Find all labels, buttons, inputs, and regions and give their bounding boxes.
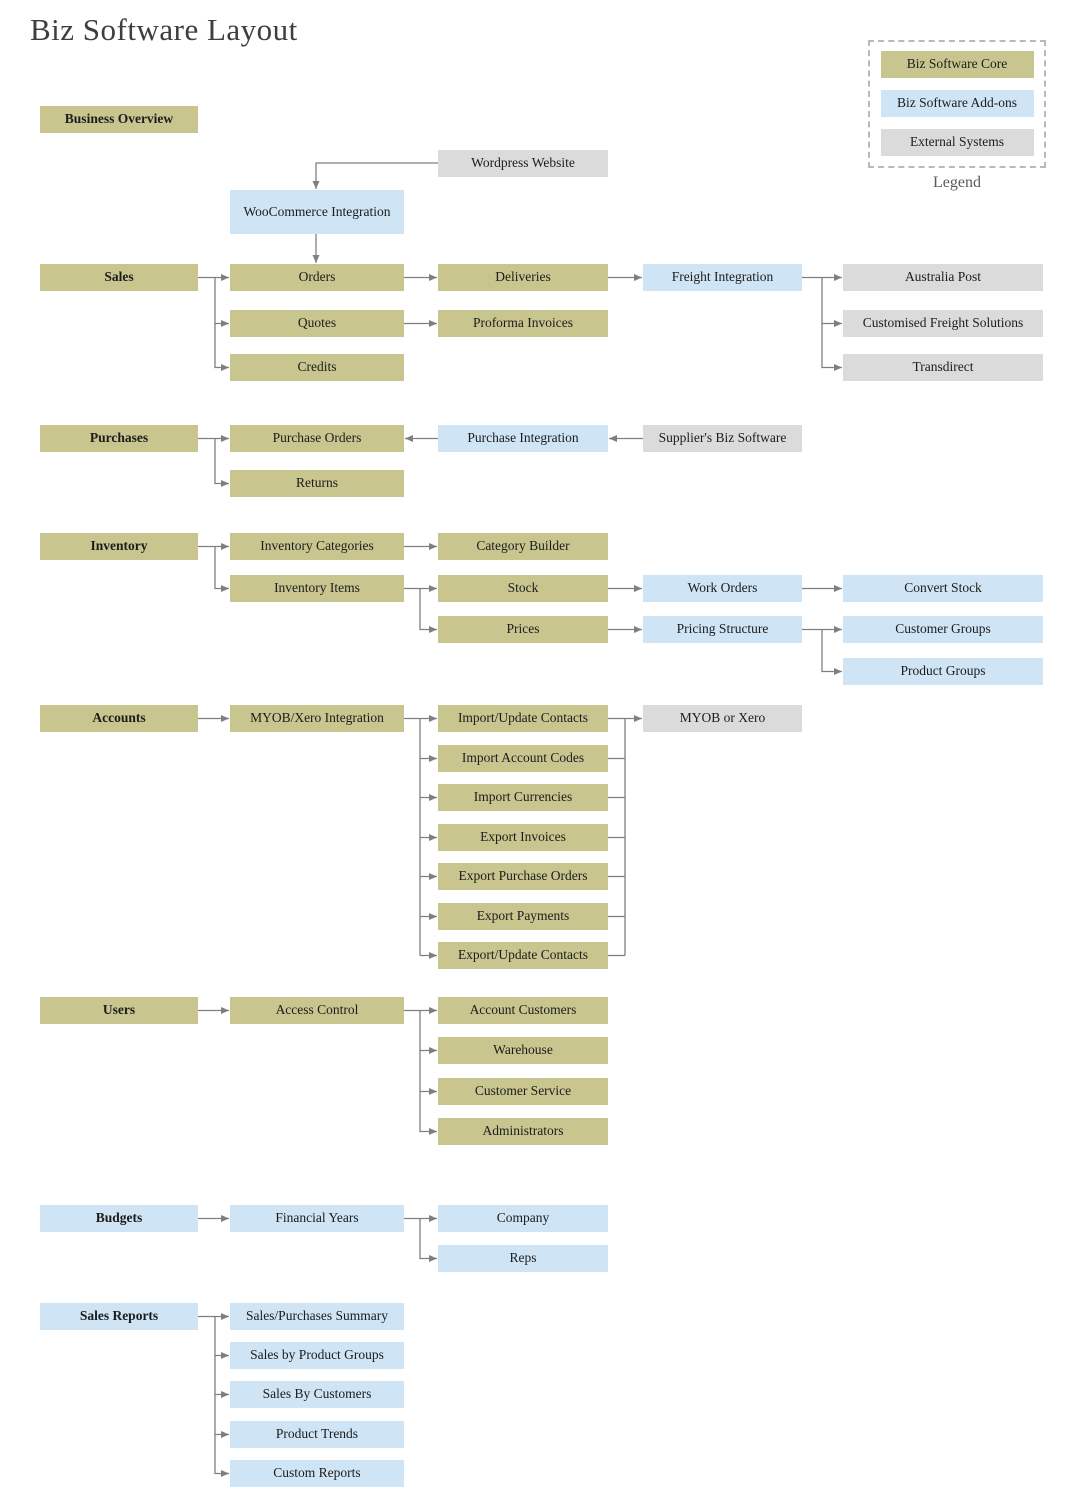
node-returns: Returns <box>230 470 404 497</box>
node-sales-by-product-groups: Sales by Product Groups <box>230 1342 404 1369</box>
node-suppliers-biz-software: Supplier's Biz Software <box>643 425 802 452</box>
node-access-control: Access Control <box>230 997 404 1024</box>
connector-financial-reps <box>419 1218 437 1262</box>
node-warehouse: Warehouse <box>438 1037 608 1064</box>
node-product-trends: Product Trends <box>230 1421 404 1448</box>
legend-item-core: Biz Software Core <box>880 51 1034 78</box>
connector-sales-credits <box>214 323 229 371</box>
node-administrators: Administrators <box>438 1118 608 1145</box>
connector-items-prices <box>419 588 437 633</box>
node-australia-post: Australia Post <box>843 264 1043 291</box>
connector-reports-product-trends <box>214 1394 229 1438</box>
connector-access-administrators <box>419 1091 437 1135</box>
legend-item-addons: Biz Software Add-ons <box>880 90 1034 117</box>
connector-reports-custom-reports <box>214 1434 229 1477</box>
legend-item-external: External Systems <box>880 129 1034 156</box>
node-budgets: Budgets <box>40 1205 198 1232</box>
node-pricing-structure: Pricing Structure <box>643 616 802 643</box>
node-inventory-items: Inventory Items <box>230 575 404 602</box>
connector-purchases-returns <box>214 438 229 487</box>
node-sales-reports: Sales Reports <box>40 1303 198 1330</box>
node-export-payments: Export Payments <box>438 903 608 930</box>
node-accounts: Accounts <box>40 705 198 732</box>
node-sales-by-customers: Sales By Customers <box>230 1381 404 1408</box>
node-customer-groups: Customer Groups <box>843 616 1043 643</box>
node-wordpress-website: Wordpress Website <box>438 150 608 177</box>
node-custom-reports: Custom Reports <box>230 1460 404 1487</box>
node-inventory: Inventory <box>40 533 198 560</box>
node-company: Company <box>438 1205 608 1232</box>
connector-access-warehouse <box>419 1010 437 1054</box>
connector-pricing-product-groups <box>821 629 842 675</box>
connector-inventory-items <box>214 546 229 592</box>
legend-caption: Legend <box>933 174 981 191</box>
node-woocommerce-integration: WooCommerce Integration <box>230 190 404 234</box>
node-business-overview: Business Overview <box>40 106 198 133</box>
node-credits: Credits <box>230 354 404 381</box>
node-sales: Sales <box>40 264 198 291</box>
node-reps: Reps <box>438 1245 608 1272</box>
node-myob-xero-integration: MYOB/Xero Integration <box>230 705 404 732</box>
node-convert-stock: Convert Stock <box>843 575 1043 602</box>
node-import-update-contacts: Import/Update Contacts <box>438 705 608 732</box>
connector-reports-by-product-groups <box>214 1316 229 1359</box>
legend-frame: Biz Software Core Biz Software Add-ons E… <box>868 40 1046 168</box>
connector-freight-customised <box>821 277 842 327</box>
connector-freight-transdirect <box>821 323 842 371</box>
node-product-groups: Product Groups <box>843 658 1043 685</box>
connector-sales-quotes <box>214 277 229 327</box>
connector-access-customer-service <box>419 1050 437 1095</box>
node-quotes: Quotes <box>230 310 404 337</box>
node-category-builder: Category Builder <box>438 533 608 560</box>
node-import-currencies: Import Currencies <box>438 784 608 811</box>
node-freight-integration: Freight Integration <box>643 264 802 291</box>
legend: Biz Software Core Biz Software Add-ons E… <box>868 40 1046 192</box>
node-purchase-integration: Purchase Integration <box>438 425 608 452</box>
node-users: Users <box>40 997 198 1024</box>
node-inventory-categories: Inventory Categories <box>230 533 404 560</box>
node-prices: Prices <box>438 616 608 643</box>
node-purchases: Purchases <box>40 425 198 452</box>
node-customer-service: Customer Service <box>438 1078 608 1105</box>
node-myob-or-xero: MYOB or Xero <box>643 705 802 732</box>
node-purchase-orders: Purchase Orders <box>230 425 404 452</box>
node-stock: Stock <box>438 575 608 602</box>
node-proforma-invoices: Proforma Invoices <box>438 310 608 337</box>
node-sales-purchases-summary: Sales/Purchases Summary <box>230 1303 404 1330</box>
connector-wordpress-woocommerce <box>312 162 438 189</box>
node-work-orders: Work Orders <box>643 575 802 602</box>
node-export-purchase-orders: Export Purchase Orders <box>438 863 608 890</box>
connector-reports-by-customers <box>214 1355 229 1398</box>
node-export-update-contacts: Export/Update Contacts <box>438 942 608 969</box>
page-title: Biz Software Layout <box>30 12 298 47</box>
node-deliveries: Deliveries <box>438 264 608 291</box>
node-export-invoices: Export Invoices <box>438 824 608 851</box>
node-orders: Orders <box>230 264 404 291</box>
node-financial-years: Financial Years <box>230 1205 404 1232</box>
node-import-account-codes: Import Account Codes <box>438 745 608 772</box>
node-account-customers: Account Customers <box>438 997 608 1024</box>
node-transdirect: Transdirect <box>843 354 1043 381</box>
node-customised-freight-solutions: Customised Freight Solutions <box>843 310 1043 337</box>
